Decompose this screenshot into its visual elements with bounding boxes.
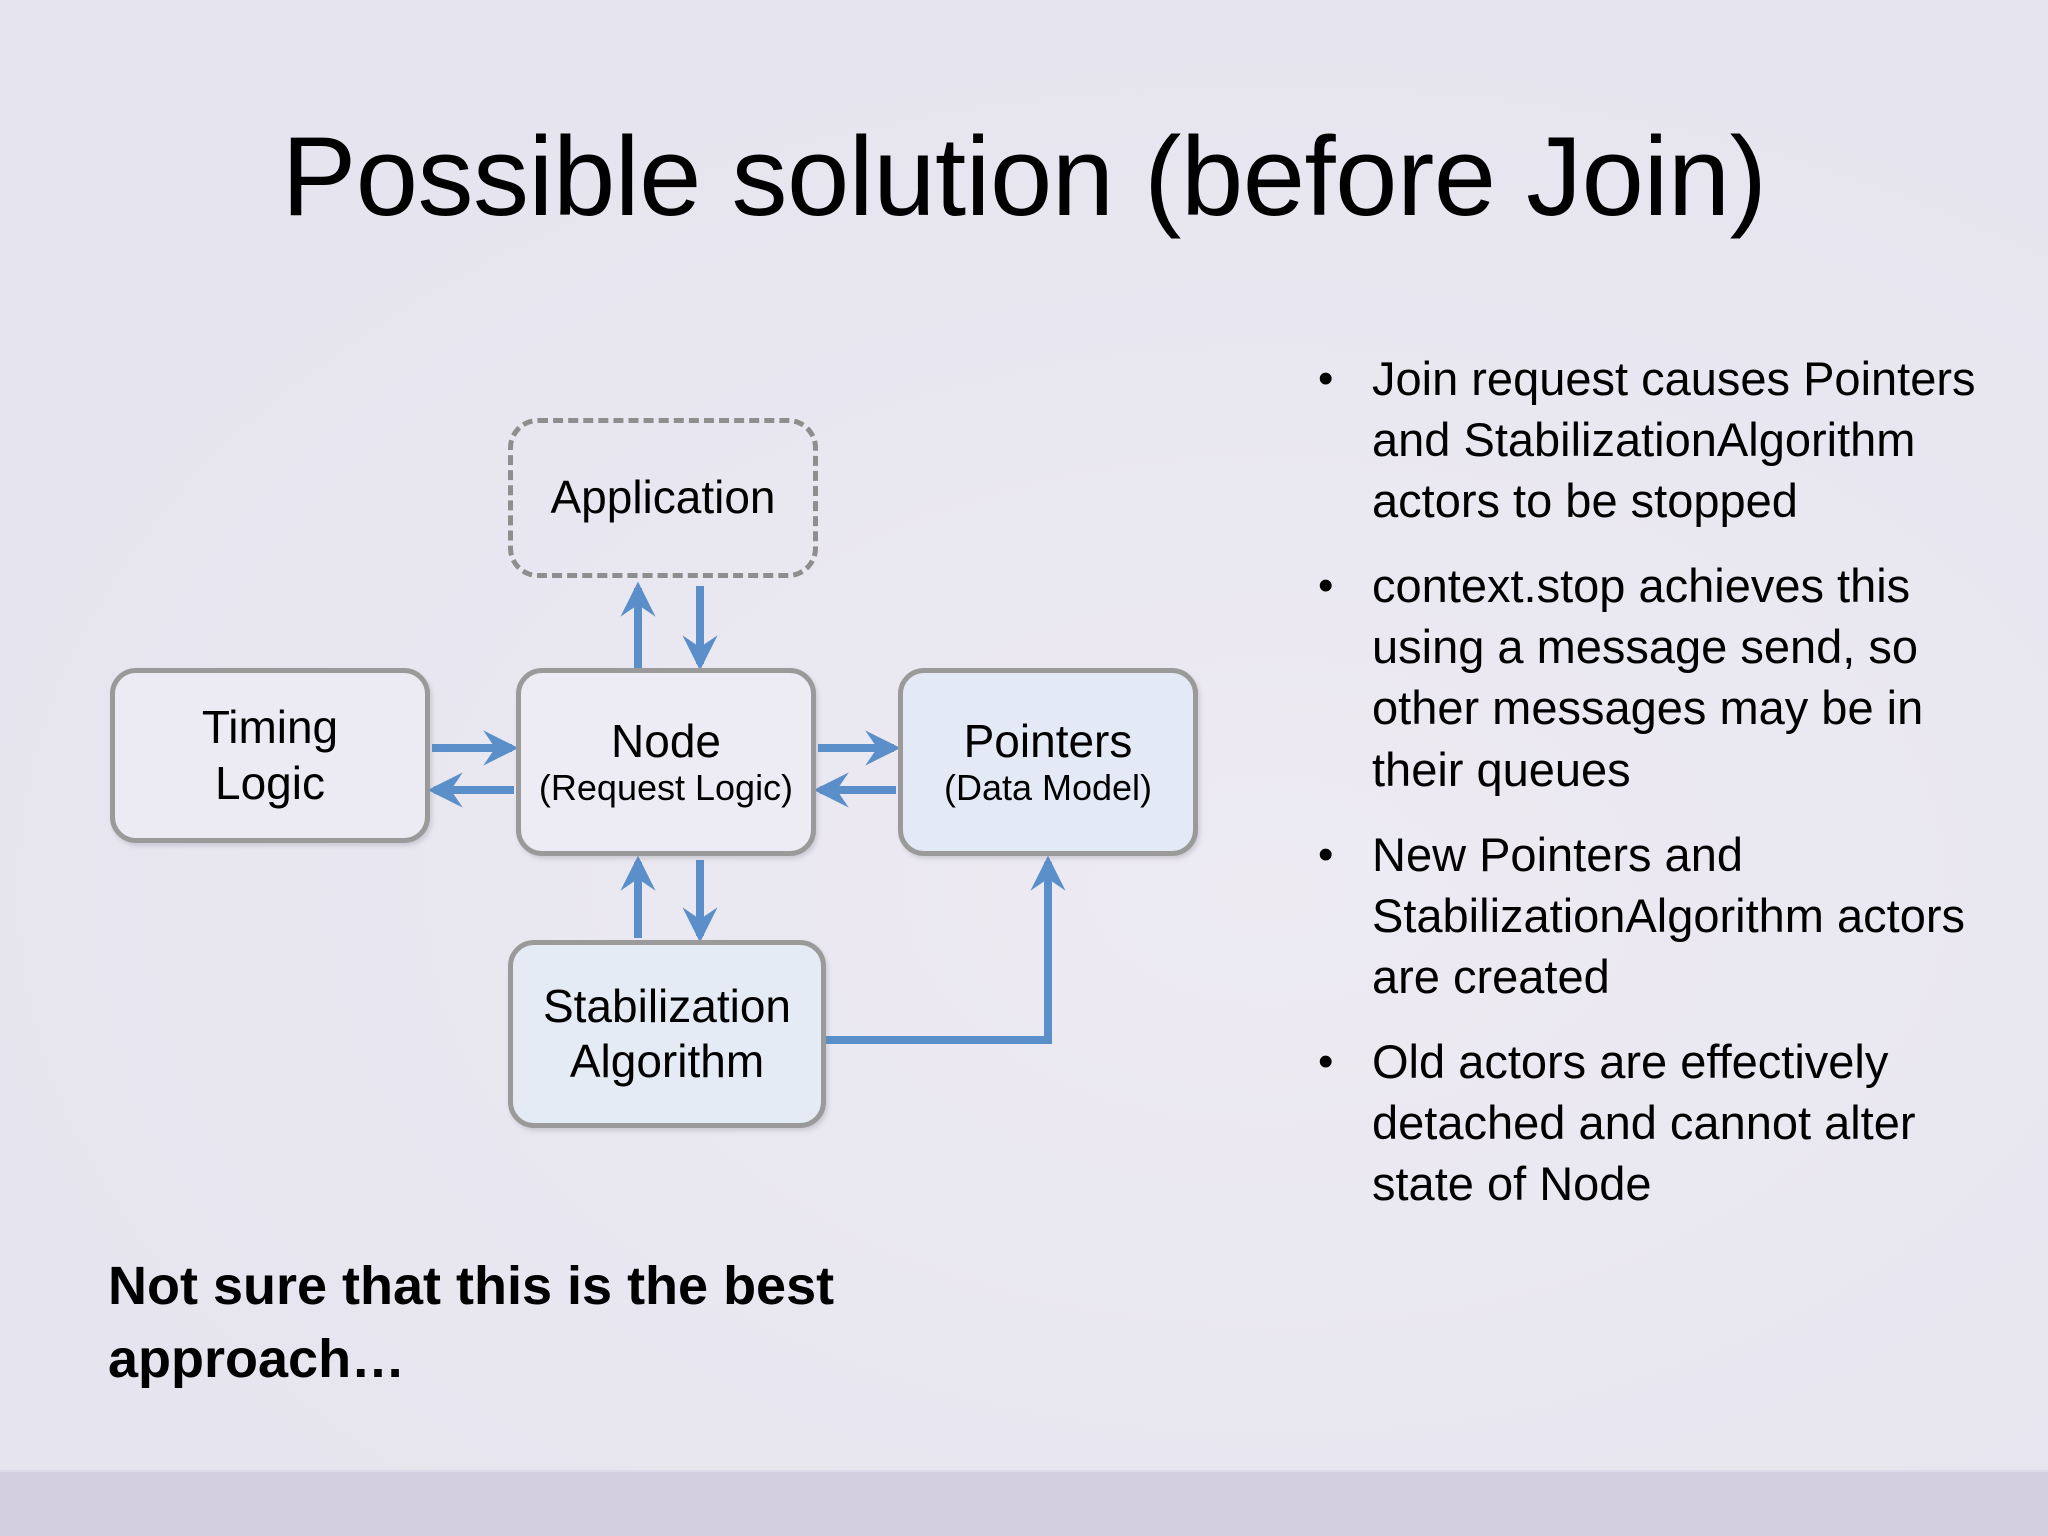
list-item: • context.stop achieves this using a mes… (1310, 555, 2010, 799)
list-item: • Old actors are effectively detached an… (1310, 1031, 2010, 1214)
diagram-box-node-label: Node (611, 715, 721, 768)
diagram-box-node[interactable]: Node (Request Logic) (516, 668, 816, 856)
footnote-text: Not sure that this is the best approach… (108, 1256, 835, 1389)
bullet-marker: • (1318, 354, 1334, 403)
bullet-text: Old actors are effectively detached and … (1372, 1034, 1916, 1211)
diagram-box-timing-logic-sublabel: Logic (215, 756, 325, 809)
diagram-box-pointers-label: Pointers (963, 715, 1133, 768)
diagram-box-pointers[interactable]: Pointers (Data Model) (898, 668, 1198, 856)
diagram-box-stabilization-algorithm-label: Stabilization (542, 979, 792, 1032)
bullet-text: context.stop achieves this using a messa… (1372, 559, 1924, 796)
diagram-box-stabilization-algorithm[interactable]: Stabilization Algorithm (508, 940, 826, 1128)
diagram-box-pointers-sublabel: (Data Model) (943, 766, 1153, 808)
slide-footer-bar (0, 1470, 2048, 1536)
bullet-marker: • (1318, 829, 1334, 879)
bullet-text: Join request causes Pointers and Stabili… (1372, 352, 1976, 528)
diagram-box-application[interactable]: Application (508, 418, 818, 578)
list-item: • New Pointers and StabilizationAlgorith… (1310, 824, 2010, 1007)
diagram-box-application-label: Application (550, 471, 776, 524)
diagram-box-node-sublabel: (Request Logic) (538, 766, 794, 808)
list-item: • Join request causes Pointers and Stabi… (1310, 348, 2010, 531)
bullet-marker: • (1318, 1036, 1334, 1086)
bullet-text: New Pointers and StabilizationAlgorithm … (1372, 827, 1965, 1003)
bullet-marker: • (1318, 561, 1334, 611)
page-title: Possible solution (before Join) (281, 114, 1767, 239)
diagram-box-timing-logic[interactable]: Timing Logic (110, 668, 430, 843)
diagram-box-stabilization-algorithm-sublabel: Algorithm (569, 1035, 765, 1087)
bullet-list: • Join request causes Pointers and Stabi… (1310, 348, 2010, 1238)
diagram-box-timing-logic-label: Timing (201, 701, 339, 754)
